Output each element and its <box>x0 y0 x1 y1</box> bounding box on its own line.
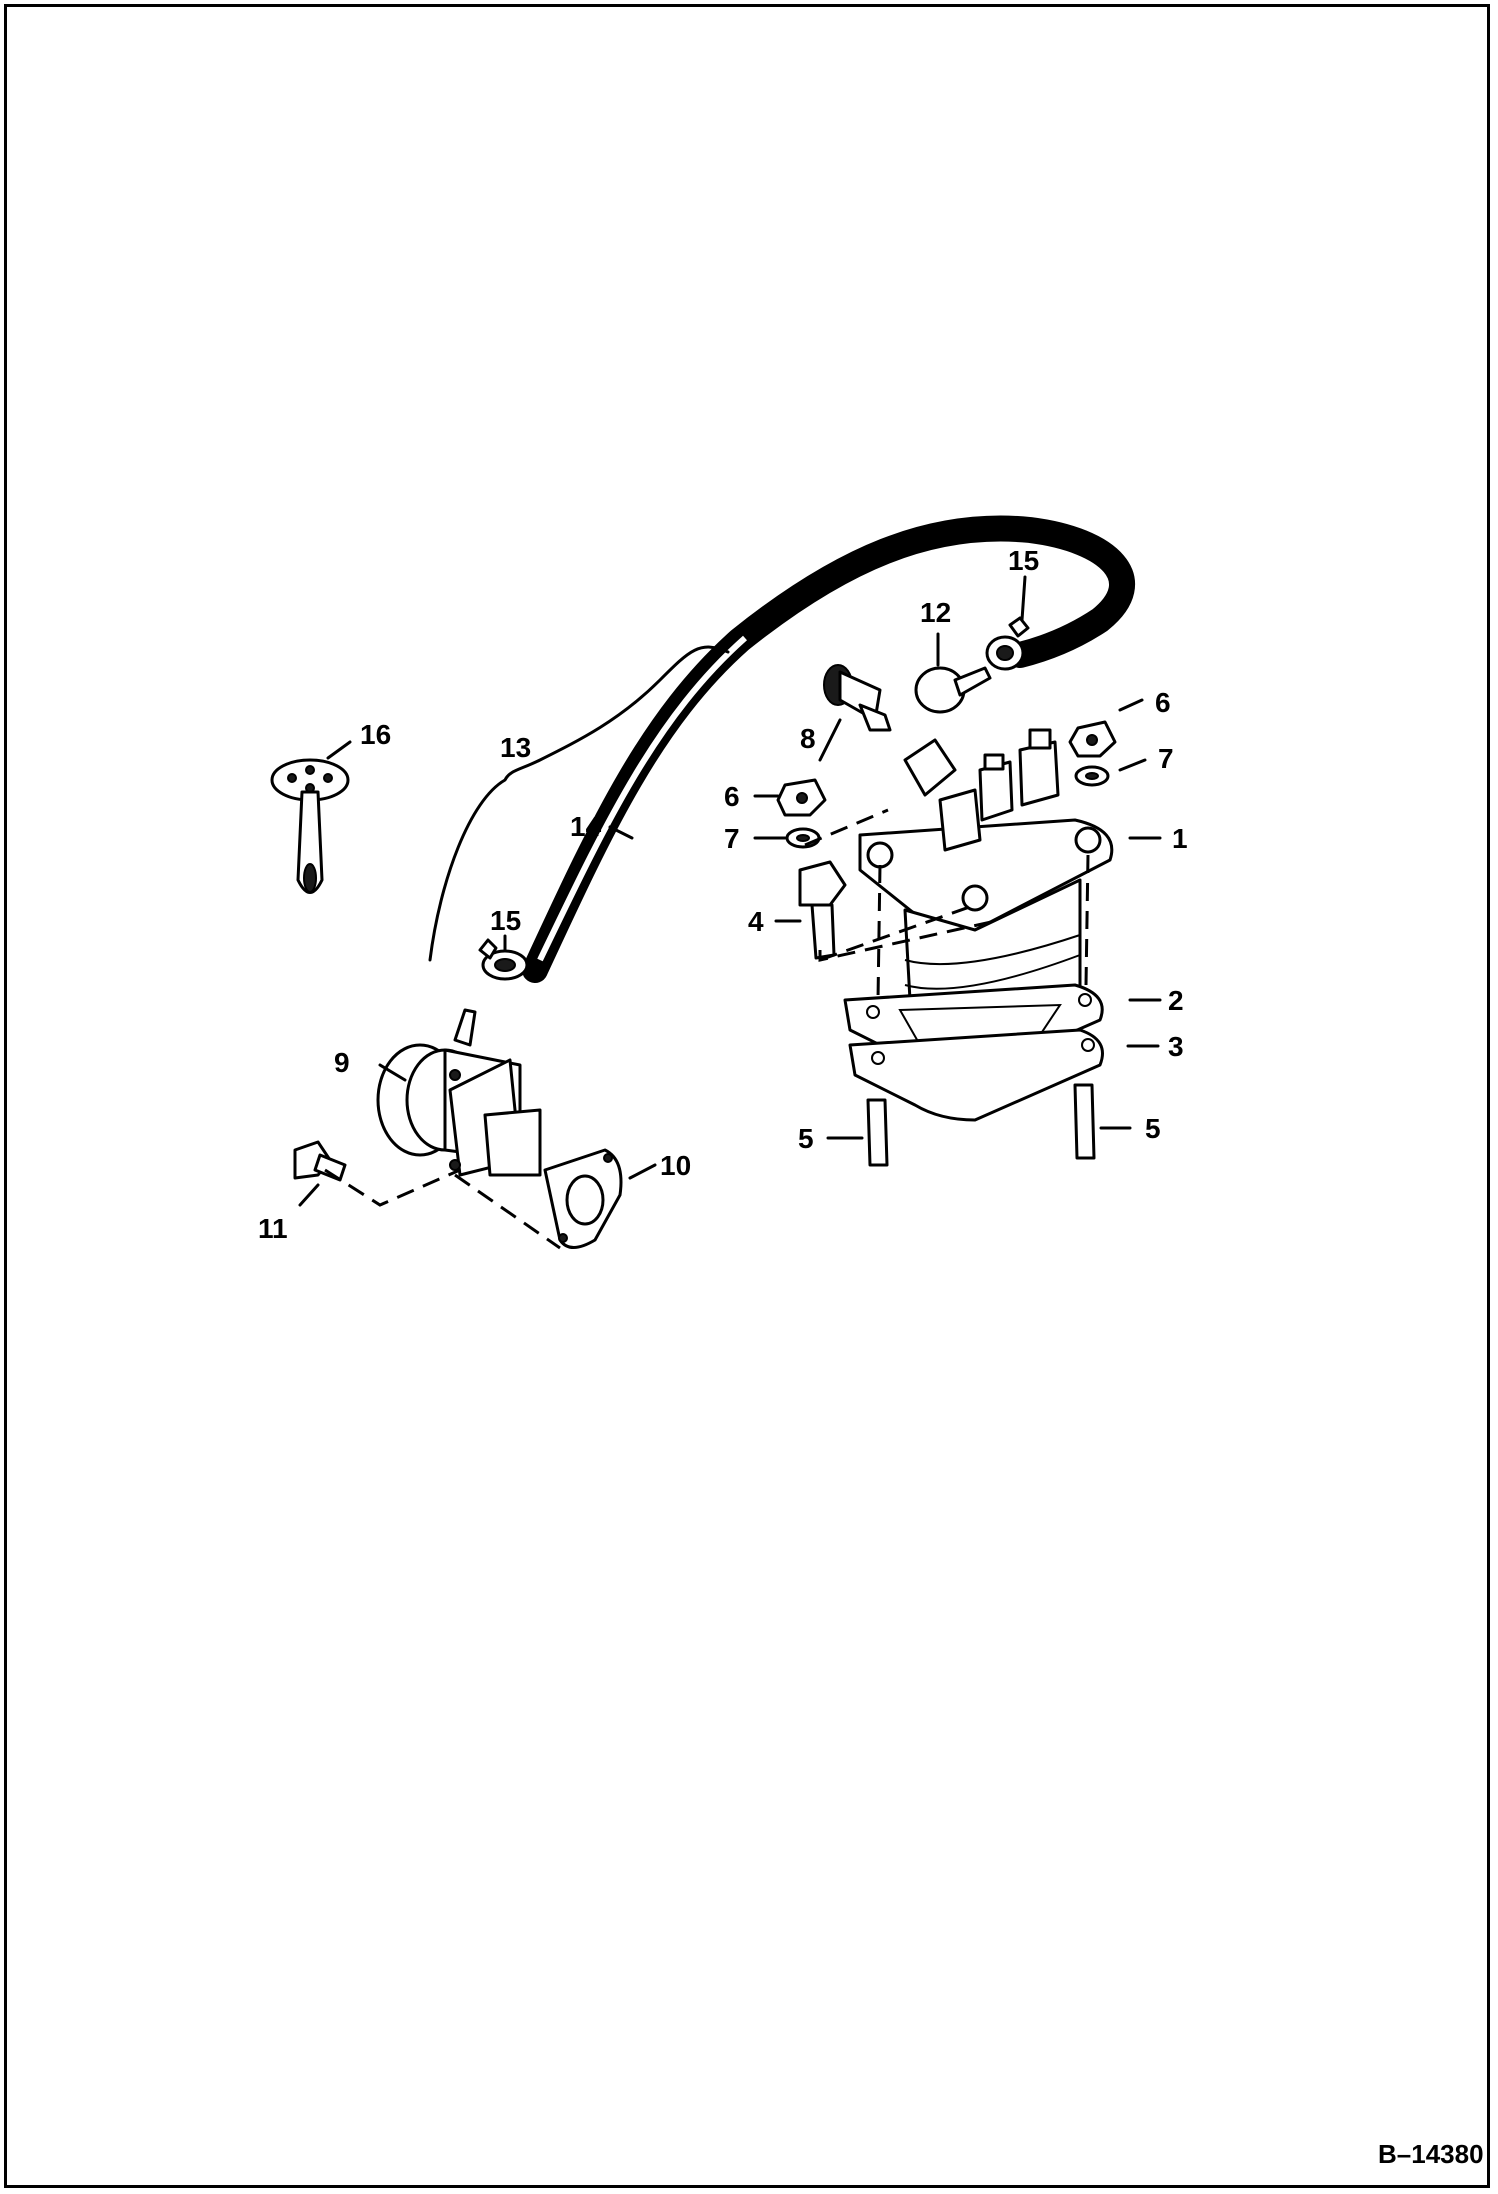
callout-leaders <box>298 575 1162 1207</box>
callout-15-lower: 15 <box>490 905 521 936</box>
callout-5-left: 5 <box>798 1123 814 1154</box>
callout-6-right: 6 <box>1155 687 1171 718</box>
part-5-stud-left <box>866 1098 889 1167</box>
callout-8: 8 <box>800 723 816 754</box>
callout-labels: 1 2 3 4 5 5 6 6 7 7 8 9 10 11 12 13 14 1… <box>258 545 1188 1244</box>
part-5-stud-right <box>1073 1083 1096 1160</box>
part-15-clamp-upper <box>985 616 1030 671</box>
callout-13: 13 <box>500 732 531 763</box>
part-9-fuel-pump <box>376 1008 542 1177</box>
part-6-nut-right <box>1068 720 1117 758</box>
fuel-hose <box>522 515 1135 983</box>
callout-12: 12 <box>920 597 951 628</box>
callout-7-right: 7 <box>1158 743 1174 774</box>
reference-code: B–14380 <box>1378 2139 1484 2169</box>
part-3-gasket <box>848 1028 1104 1122</box>
part-10-gasket <box>543 1148 623 1249</box>
callout-4: 4 <box>748 906 764 937</box>
callout-1: 1 <box>1172 823 1188 854</box>
part-11-bolt <box>293 1140 347 1182</box>
drawing-frame <box>4 4 1490 2188</box>
part-8-fitting <box>823 664 892 732</box>
callout-6-left: 6 <box>724 781 740 812</box>
part-7-washer-left <box>785 827 821 849</box>
callout-14: 14 <box>570 811 602 842</box>
callout-2: 2 <box>1168 985 1184 1016</box>
callout-11: 11 <box>258 1213 288 1244</box>
callout-15-upper: 15 <box>1008 545 1039 576</box>
callout-16: 16 <box>360 719 391 750</box>
callout-13-brace <box>428 645 730 962</box>
part-7-washer-right <box>1074 765 1110 787</box>
callout-10: 10 <box>660 1150 691 1181</box>
callout-7-left: 7 <box>724 823 740 854</box>
part-4-bolt <box>798 860 847 960</box>
callout-9: 9 <box>334 1047 350 1078</box>
part-6-nut-left <box>776 778 827 817</box>
callout-5-right: 5 <box>1145 1113 1161 1144</box>
part-12-banjo <box>914 666 992 714</box>
callout-3: 3 <box>1168 1031 1184 1062</box>
part-16-rod-plate <box>270 758 350 894</box>
